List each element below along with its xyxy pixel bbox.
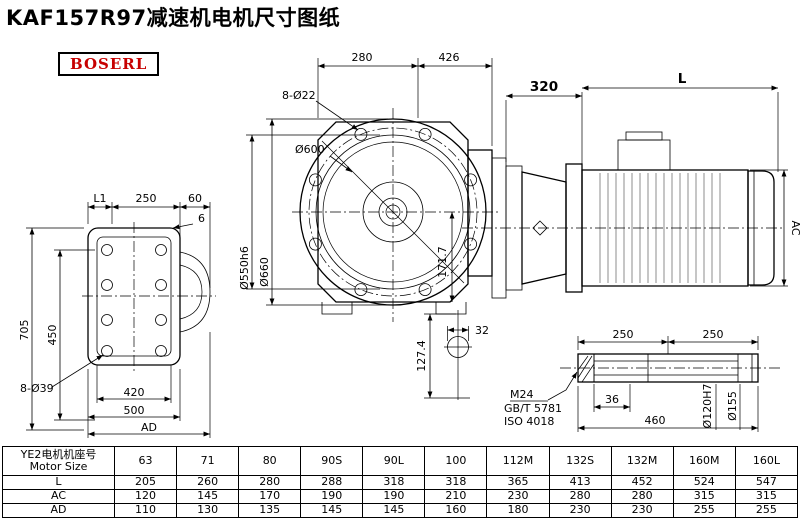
table-header-cn: YE2电机机座号 [20, 447, 97, 461]
size-col-100: 100 [424, 446, 488, 476]
size-col-132s: 132S [548, 446, 612, 476]
cell-ad-160l: 255 [734, 503, 799, 518]
label-m24: M24 [510, 388, 534, 401]
dim-d600: Ø600 [295, 143, 325, 156]
cell-l-112m: 365 [486, 475, 550, 490]
dim-460: 460 [645, 414, 666, 427]
dim-d155: Ø155 [726, 391, 739, 421]
cell-ac-160l: 315 [734, 489, 799, 504]
cell-ad-100: 160 [424, 503, 488, 518]
cell-l-132s: 413 [548, 475, 612, 490]
page-title: KAF157R97减速机电机尺寸图纸 [6, 6, 341, 30]
size-col-112m: 112M [486, 446, 550, 476]
dim-8-d22: 8-Ø22 [282, 89, 316, 102]
cell-l-63: 205 [113, 475, 178, 490]
cell-ad-80: 135 [238, 503, 302, 518]
dim-500: 500 [124, 404, 145, 417]
dim-ac: AC [789, 220, 800, 235]
dim-ad: AD [141, 421, 157, 434]
dim-420: 420 [124, 386, 145, 399]
size-col-160l: 160L [734, 446, 799, 476]
size-col-90l: 90L [362, 446, 426, 476]
cell-l-71: 260 [176, 475, 240, 490]
dim-d660: Ø660 [258, 257, 271, 287]
size-col-90s: 90S [300, 446, 364, 476]
size-col-132m: 132M [610, 446, 674, 476]
cell-ac-132m: 280 [610, 489, 674, 504]
dim-d120h7: Ø120H7 [701, 384, 714, 429]
cell-l-160l: 547 [734, 475, 799, 490]
dim-8-d39: 8-Ø39 [20, 382, 54, 395]
dim-450: 450 [46, 325, 59, 346]
motor-side-view: 320 L AC [462, 71, 800, 299]
cell-ad-90s: 145 [300, 503, 364, 518]
dim-250-a: 250 [613, 328, 634, 341]
cell-ad-132m: 230 [610, 503, 674, 518]
table-header-en: Motor Size [29, 460, 88, 473]
dim-36: 36 [605, 393, 619, 406]
cell-ac-71: 145 [176, 489, 240, 504]
row-label-ad: AD [2, 503, 115, 518]
left-side-view: L1 250 60 6 705 450 420 500 AD 8-Ø39 [18, 192, 216, 438]
cell-l-160m: 524 [672, 475, 736, 490]
table-header-row: YE2电机机座号 Motor Size 63 71 80 90S 90L 100… [2, 446, 799, 476]
cell-l-90l: 318 [362, 475, 426, 490]
cell-ad-160m: 255 [672, 503, 736, 518]
cell-ac-90s: 190 [300, 489, 364, 504]
dim-426: 426 [439, 51, 460, 64]
cell-ad-63: 110 [113, 503, 178, 518]
dim-171-7: 171.7 [436, 246, 449, 278]
cell-ac-80: 170 [238, 489, 302, 504]
cell-ac-63: 120 [113, 489, 178, 504]
size-col-160m: 160M [672, 446, 736, 476]
cell-l-132m: 452 [610, 475, 674, 490]
size-col-63: 63 [113, 446, 178, 476]
output-shaft-detail: 250 250 M24 GB/T 5781 ISO 4018 36 460 Ø1… [504, 328, 780, 432]
label-gbt-5781: GB/T 5781 [504, 402, 562, 415]
cell-l-90s: 288 [300, 475, 364, 490]
cell-ad-112m: 180 [486, 503, 550, 518]
cell-l-100: 318 [424, 475, 488, 490]
size-col-71: 71 [176, 446, 240, 476]
table-row-ad: AD 110 130 135 145 145 160 180 230 230 2… [2, 503, 799, 518]
dim-250-b: 250 [703, 328, 724, 341]
size-col-80: 80 [238, 446, 302, 476]
cell-l-80: 280 [238, 475, 302, 490]
dim-127-4: 127.4 [415, 340, 428, 372]
label-iso-4018: ISO 4018 [504, 415, 554, 428]
table-row-ac: AC 120 145 170 190 190 210 230 280 280 3… [2, 489, 799, 504]
dim-250: 250 [136, 192, 157, 205]
cell-ad-90l: 145 [362, 503, 426, 518]
front-flange-view: 8-Ø22 Ø600 280 426 Ø550h6 Ø660 171.7 [238, 51, 500, 400]
dim-d550h6: Ø550h6 [238, 246, 251, 290]
cell-ad-132s: 230 [548, 503, 612, 518]
brand-logo: BOSERL [58, 52, 160, 76]
dim-6: 6 [198, 212, 205, 225]
dim-280: 280 [352, 51, 373, 64]
dim-l1: L1 [93, 192, 106, 205]
dim-705: 705 [18, 320, 31, 341]
dim-60: 60 [188, 192, 202, 205]
dim-320: 320 [530, 79, 558, 95]
cell-ac-132s: 280 [548, 489, 612, 504]
dim-l: L [678, 71, 687, 87]
dim-32: 32 [475, 324, 489, 337]
motor-size-table: YE2电机机座号 Motor Size 63 71 80 90S 90L 100… [2, 446, 799, 518]
cell-ac-160m: 315 [672, 489, 736, 504]
table-row-l: L 205 260 280 288 318 318 365 413 452 52… [2, 475, 799, 490]
cell-ac-90l: 190 [362, 489, 426, 504]
cell-ac-112m: 230 [486, 489, 550, 504]
cell-ad-71: 130 [176, 503, 240, 518]
row-label-ac: AC [2, 489, 115, 504]
table-header-cell: YE2电机机座号 Motor Size [2, 446, 115, 476]
cell-ac-100: 210 [424, 489, 488, 504]
row-label-l: L [2, 475, 115, 490]
